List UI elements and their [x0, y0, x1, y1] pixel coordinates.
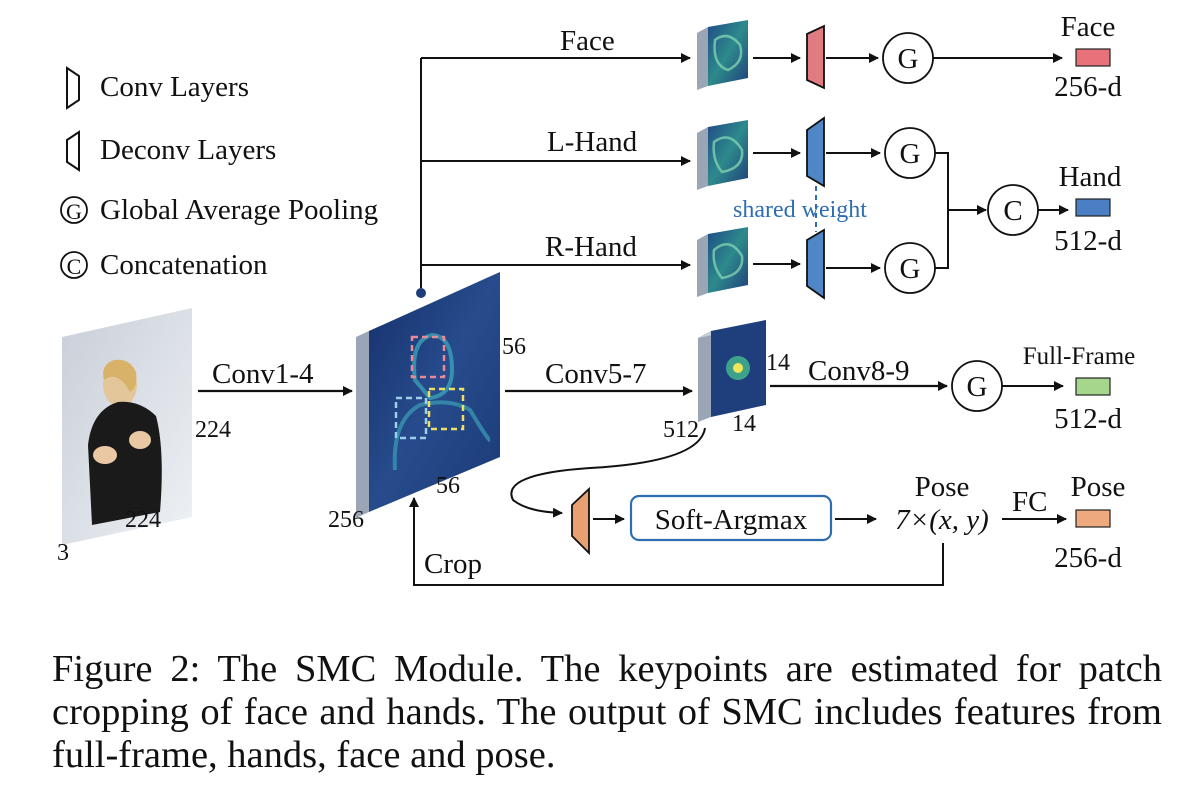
legend-conv-label: Conv Layers: [100, 71, 249, 103]
legend-deconv-label: Deconv Layers: [100, 134, 276, 166]
hand-output-name: Hand: [1059, 161, 1122, 193]
svg-text:G: G: [967, 371, 988, 403]
hand-merge-bracket: [935, 152, 949, 269]
legend: Conv Layers Deconv Layers G Global Avera…: [60, 66, 378, 281]
face-branch-label: Face: [560, 25, 615, 57]
soft-argmax-label: Soft-Argmax: [655, 504, 808, 536]
conv-layer-legend-icon: [66, 66, 80, 110]
full-frame-feature-vector: [1075, 377, 1111, 396]
face-output-dim: 256-d: [1054, 71, 1122, 103]
rhand-patch: [697, 227, 748, 297]
map1-height: 56: [436, 473, 460, 499]
smc-diagram: Conv Layers Deconv Layers G Global Avera…: [57, 11, 1136, 586]
rhand-branch-label: R-Hand: [545, 231, 637, 263]
input-channels: 3: [57, 540, 69, 566]
branch-node: [416, 288, 426, 298]
svg-text:C: C: [1003, 195, 1022, 227]
gap-legend-icon: G: [60, 196, 88, 224]
crop-label: Crop: [424, 548, 482, 580]
full-frame-gap-node: G: [951, 360, 1003, 412]
pose-output-dim: 256-d: [1054, 542, 1122, 574]
conv8-9-label: Conv8-9: [808, 355, 910, 387]
figure-caption: Figure 2: The SMC Module. The keypoints …: [52, 648, 1162, 776]
shared-weight-label: shared weight: [733, 197, 867, 223]
concat-legend-icon: C: [60, 251, 88, 279]
svg-text:G: G: [900, 253, 921, 285]
lhand-gap-node: G: [884, 127, 936, 179]
legend-concat-label: Concatenation: [100, 249, 268, 281]
svg-text:G: G: [898, 43, 919, 75]
hand-concat-node: C: [987, 184, 1039, 236]
map2-channels: 512: [663, 417, 699, 443]
map2-height: 14: [732, 411, 756, 437]
face-conv-layer: [806, 24, 825, 90]
conv5-7-label: Conv5-7: [545, 358, 647, 390]
full-frame-output-name: Full-Frame: [1023, 343, 1136, 370]
feature-map-56: [356, 272, 500, 518]
legend-gap-label: Global Average Pooling: [100, 194, 378, 226]
diagram-canvas: Conv Layers Deconv Layers G Global Avera…: [57, 11, 1136, 586]
rhand-conv-layer: [806, 228, 825, 300]
pose-branch-curve: [510, 427, 706, 518]
rhand-gap-node: G: [884, 242, 936, 294]
map1-channels: 256: [328, 507, 364, 533]
pose-deconv-layer: [571, 486, 590, 556]
input-height: 224: [125, 507, 161, 533]
pose-label: Pose: [915, 471, 970, 503]
conv1-4-label: Conv1-4: [212, 358, 314, 390]
map1-width: 56: [502, 334, 526, 360]
deconv-layer-legend-icon: [66, 130, 80, 172]
input-image: [62, 308, 192, 545]
lhand-conv-layer: [806, 116, 825, 188]
full-frame-output-dim: 512-d: [1054, 403, 1122, 435]
face-gap-node: G: [882, 32, 934, 84]
svg-text:G: G: [66, 199, 82, 224]
pose-coordinates: 7×(x, y): [895, 504, 989, 536]
lhand-branch-label: L-Hand: [547, 126, 638, 158]
hand-feature-vector: [1075, 198, 1111, 217]
soft-argmax-box: [629, 494, 833, 542]
face-patch: [697, 20, 748, 90]
pose-feature-vector: [1075, 509, 1111, 528]
hand-output-dim: 512-d: [1054, 225, 1122, 257]
pose-output-name: Pose: [1071, 471, 1126, 503]
fc-label: FC: [1012, 486, 1047, 518]
face-output-name: Face: [1061, 11, 1116, 43]
feature-map-14: [698, 320, 766, 422]
lhand-patch: [697, 120, 748, 190]
input-width: 224: [195, 417, 231, 443]
face-feature-vector: [1075, 48, 1111, 67]
svg-text:C: C: [67, 254, 82, 279]
svg-text:G: G: [900, 138, 921, 170]
crop-feedback-arrow: [409, 497, 944, 586]
map2-width: 14: [766, 350, 790, 376]
